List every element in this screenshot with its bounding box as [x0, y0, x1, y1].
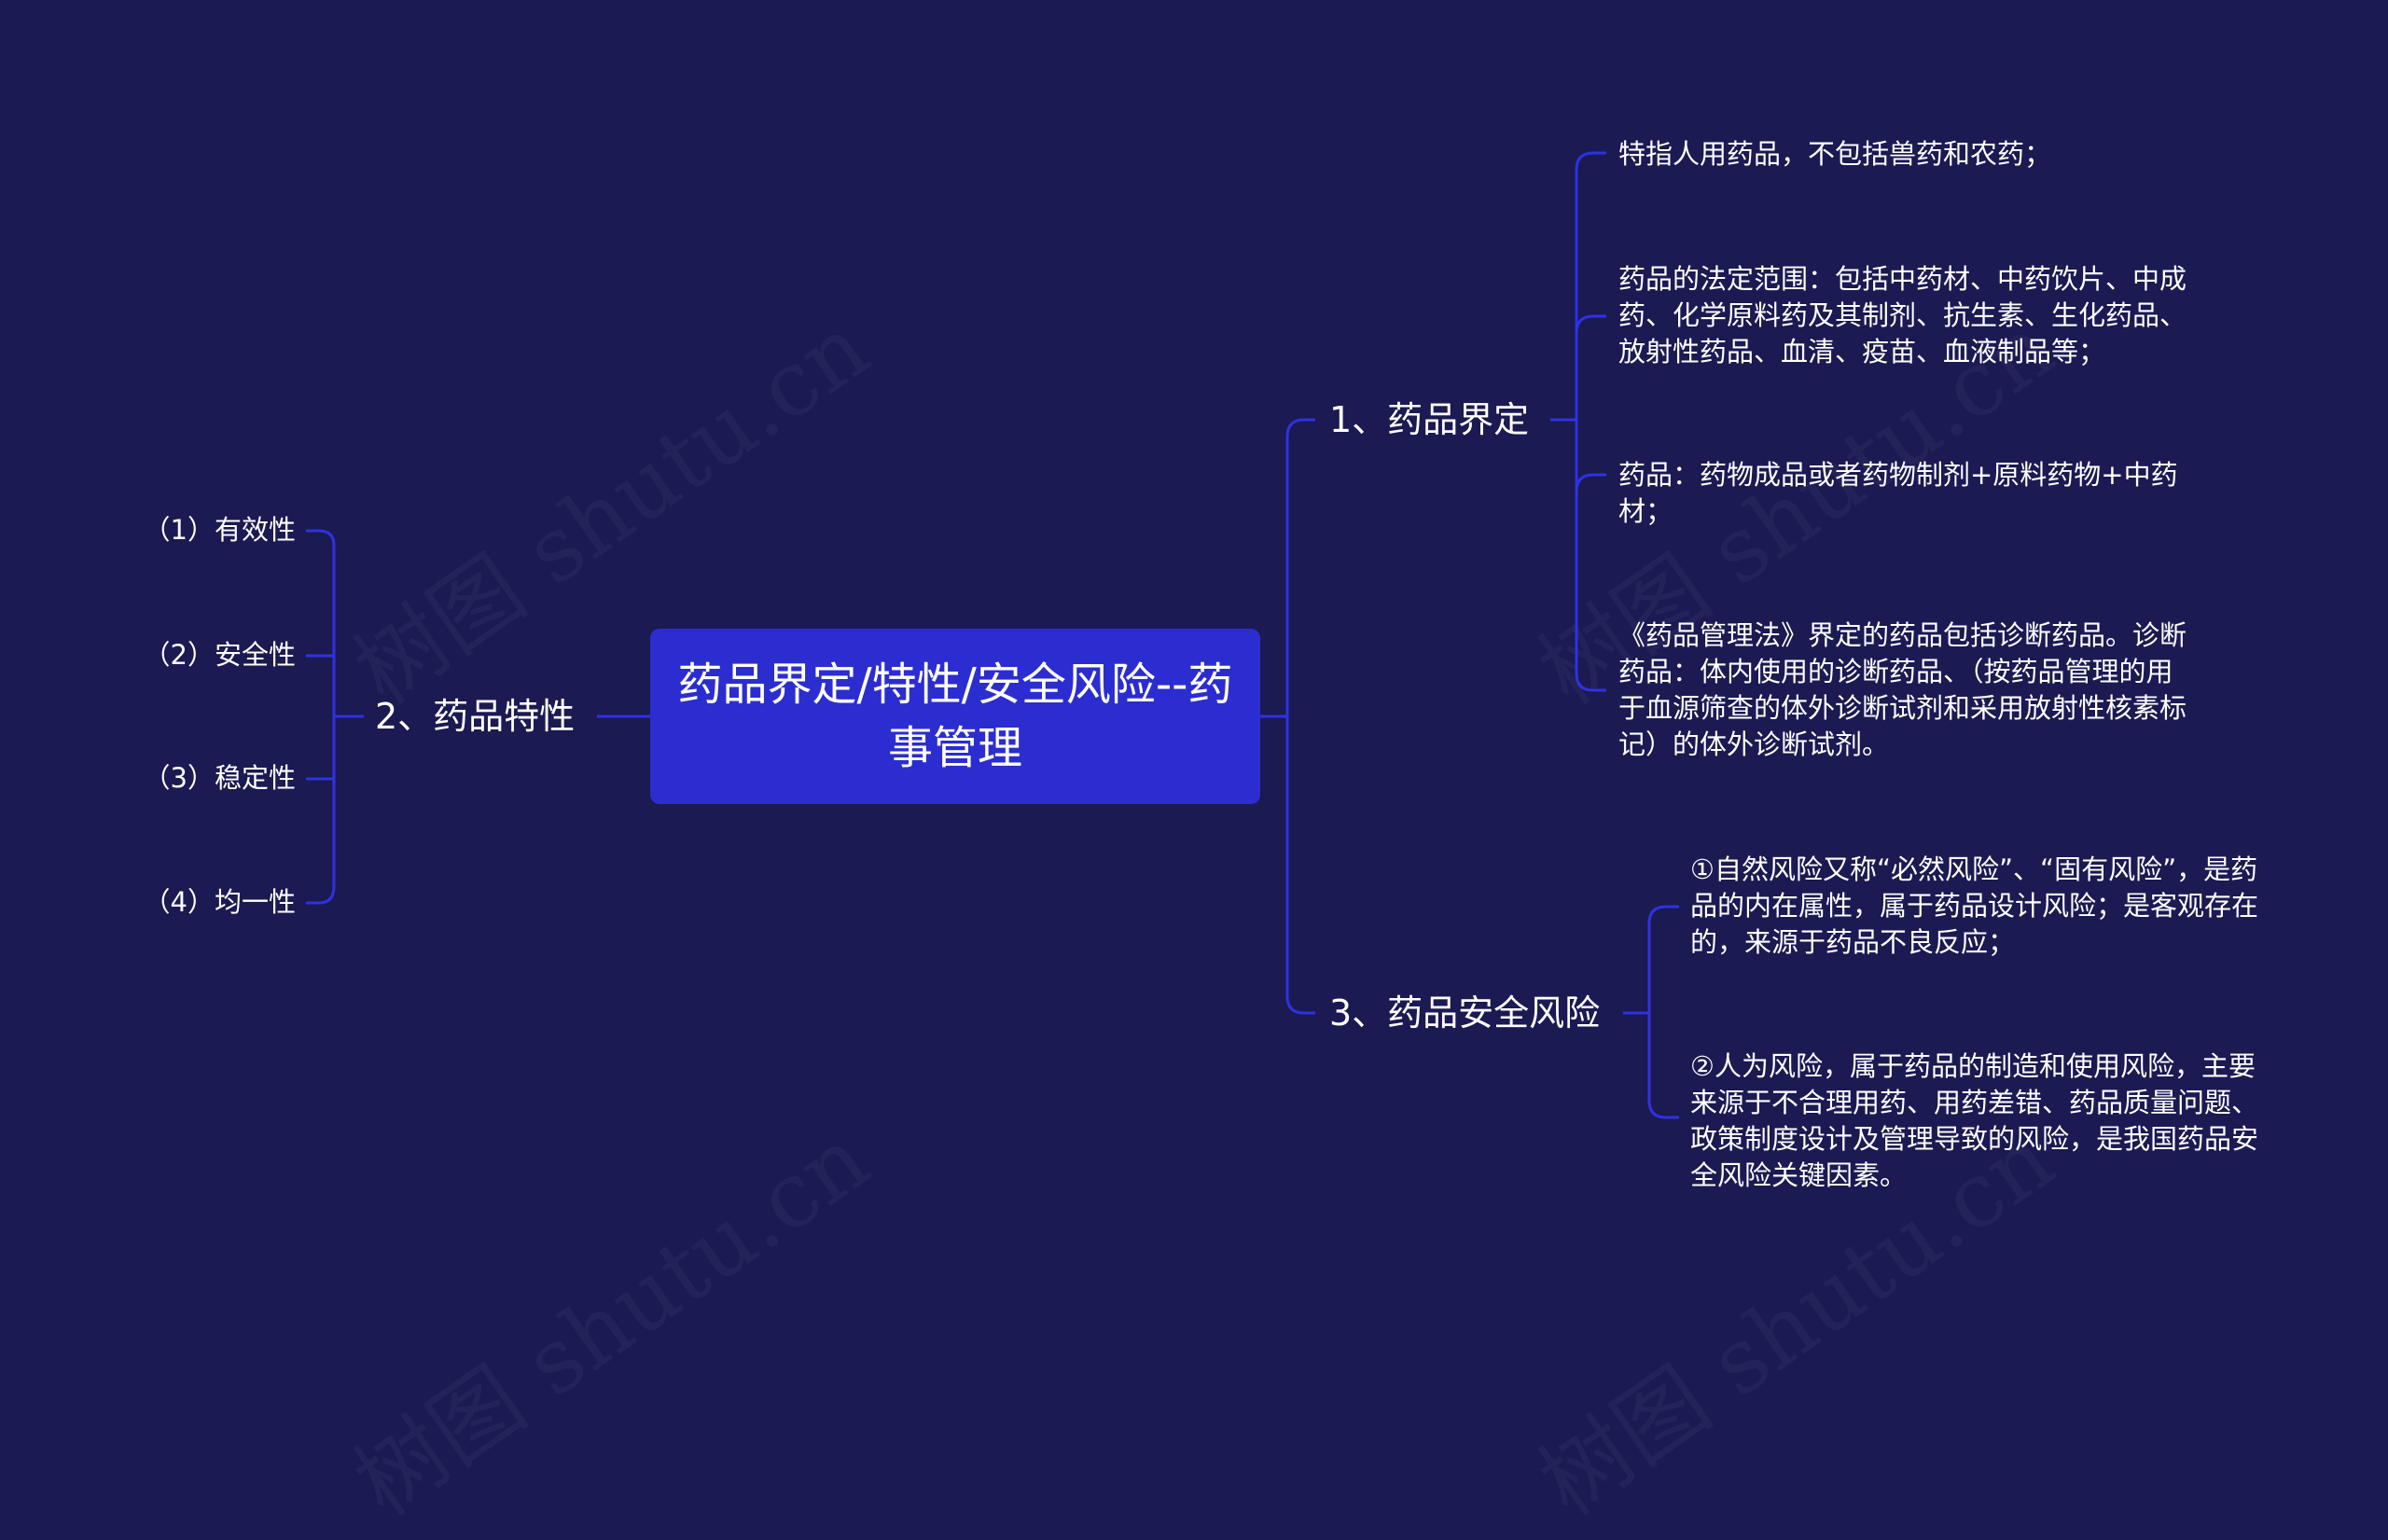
connector-def-4 — [1575, 673, 1606, 692]
definition-item[interactable]: 药品的法定范围：包括中药材、中药饮片、中成药、化学原料药及其制剂、抗生素、生化药… — [1618, 263, 2187, 368]
root-label: 药品界定/特性/安全风险--药事管理 — [677, 659, 1233, 774]
connector-def-3 — [1575, 473, 1606, 493]
property-item[interactable]: （1）有效性 — [143, 514, 296, 546]
connector-def-1 — [1575, 151, 1606, 171]
root-node[interactable]: 药品界定/特性/安全风险--药事管理 — [650, 629, 1260, 804]
risk-item[interactable]: ②人为风险，属于药品的制造和使用风险，主要来源于不合理用药、用药差错、药品质量问… — [1690, 1050, 2259, 1191]
mind-map-canvas: 树图 shutu.cn 树图 shutu.cn 树图 shutu.cn 树图 s… — [143, 138, 2259, 1191]
property-item[interactable]: （4）均一性 — [143, 886, 296, 918]
connector-risk-1 — [1647, 905, 1679, 924]
connector-prop-1 — [306, 529, 336, 547]
property-item[interactable]: （2）安全性 — [143, 639, 296, 671]
connector-def-2 — [1575, 314, 1606, 334]
connector-to-risk — [1285, 995, 1315, 1015]
connector-to-definition — [1285, 418, 1315, 437]
connector-lines — [306, 151, 1679, 1119]
connector-risk-2 — [1647, 1100, 1679, 1119]
risk-item[interactable]: ①自然风险又称“必然风险”、“固有风险”，是药品的内在属性，属于药品设计风险；是… — [1690, 853, 2259, 958]
property-item[interactable]: （3）稳定性 — [143, 762, 296, 794]
definition-item[interactable]: 药品：药物成品或者药物制剂+原料药物+中药材； — [1618, 459, 2178, 527]
definition-item[interactable]: 特指人用药品，不包括兽药和农药； — [1618, 138, 2052, 170]
connector-prop-4 — [306, 885, 336, 905]
definition-item[interactable]: 《药品管理法》界定的药品包括诊断药品。诊断药品：体内使用的诊断药品、（按药品管理… — [1618, 619, 2187, 760]
branch-risk[interactable]: 3、药品安全风险 — [1329, 992, 1601, 1034]
branch-definition[interactable]: 1、药品界定 — [1329, 399, 1530, 440]
branch-properties[interactable]: 2、药品特性 — [375, 696, 576, 737]
